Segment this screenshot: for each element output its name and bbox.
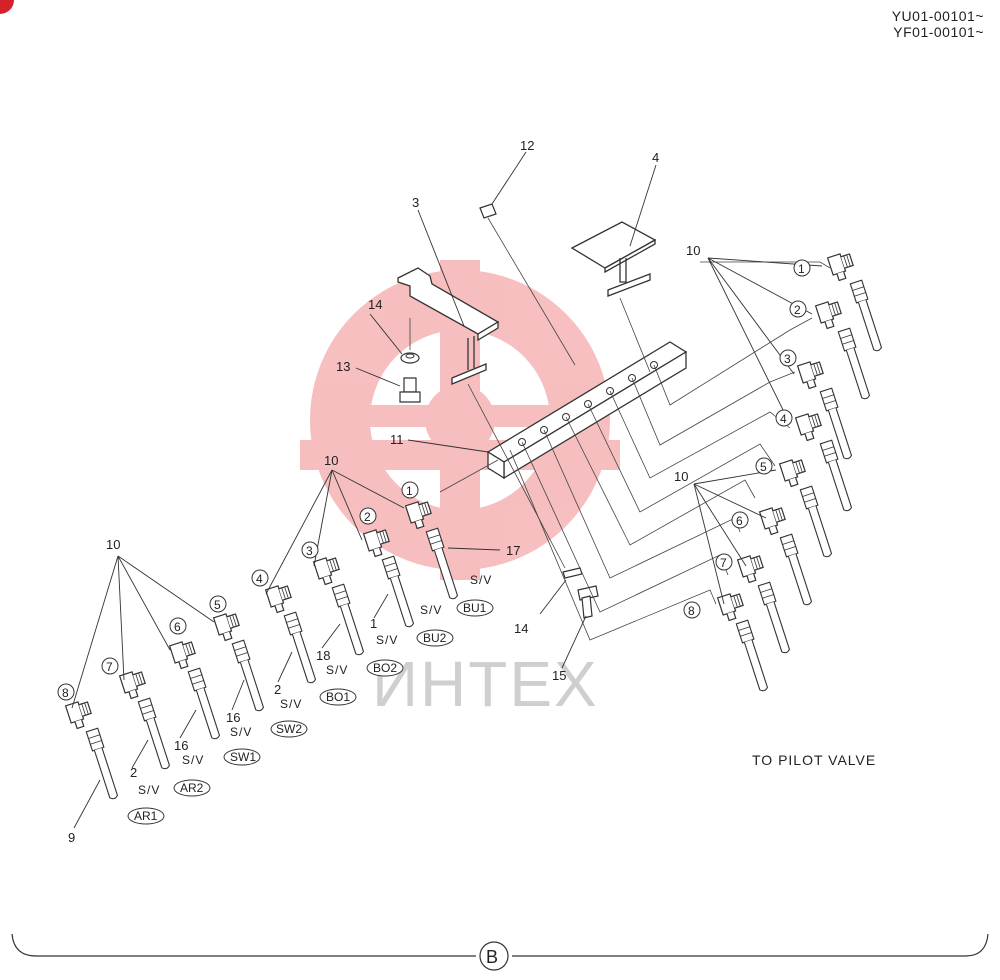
watermark-text: ИНТЕХ bbox=[372, 648, 599, 720]
bracket-3 bbox=[397, 267, 500, 385]
sv-label-sw2: S/V bbox=[280, 697, 302, 711]
valve-tag-sw2: SW2 bbox=[276, 722, 302, 736]
bolt-13 bbox=[399, 377, 421, 403]
index-left-6: 6 bbox=[174, 620, 181, 634]
fitting-right-1 bbox=[827, 250, 885, 353]
fitting-left-6 bbox=[169, 638, 223, 741]
washer-14-upper bbox=[400, 352, 420, 364]
callout-10-right-top: 10 bbox=[686, 243, 700, 258]
valve-tag-bo2: BO2 bbox=[373, 661, 397, 675]
fitting-left-3 bbox=[313, 554, 367, 657]
circled-index-left bbox=[57, 481, 419, 701]
callout-2-left: 2 bbox=[130, 765, 137, 780]
washer-14-lower bbox=[562, 567, 583, 579]
sv-label-bo1: S/V bbox=[326, 663, 348, 677]
index-right-4: 4 bbox=[780, 412, 787, 426]
circled-index-right bbox=[683, 259, 811, 619]
assembly-lines bbox=[409, 217, 651, 569]
callout-10-middle: 10 bbox=[324, 453, 338, 468]
callout-3: 3 bbox=[412, 195, 419, 210]
sv-label-bo2: S/V bbox=[376, 633, 398, 647]
callout-14-upper: 14 bbox=[368, 297, 382, 312]
index-left-7: 7 bbox=[106, 660, 113, 674]
valve-tag-ar1: AR1 bbox=[134, 809, 158, 823]
callout-15: 15 bbox=[552, 668, 566, 683]
callout-16-left: 16 bbox=[174, 738, 188, 753]
nut-12 bbox=[479, 203, 497, 219]
serial-range-yf: YF01-00101~ bbox=[893, 24, 984, 40]
callout-14-lower: 14 bbox=[514, 621, 528, 636]
index-right-6: 6 bbox=[736, 514, 743, 528]
index-right-7: 7 bbox=[720, 556, 727, 570]
valve-tag-ovals bbox=[127, 599, 494, 825]
index-right-2: 2 bbox=[794, 303, 801, 317]
callout-9: 9 bbox=[68, 830, 75, 845]
callout-18: 18 bbox=[316, 648, 330, 663]
index-right-1: 1 bbox=[798, 262, 805, 276]
section-label: B bbox=[486, 947, 498, 967]
index-left-1: 1 bbox=[406, 484, 413, 498]
callout-10-right-bottom: 10 bbox=[674, 469, 688, 484]
valve-tag-ar2: AR2 bbox=[180, 781, 204, 795]
valve-tag-bu2: BU2 bbox=[423, 631, 447, 645]
callout-10-left: 10 bbox=[106, 537, 120, 552]
fitting-left-5 bbox=[213, 610, 267, 713]
callout-13: 13 bbox=[336, 359, 350, 374]
serial-range-yu: YU01-00101~ bbox=[891, 8, 984, 24]
index-left-5: 5 bbox=[214, 598, 221, 612]
sv-label-bu1: S/V bbox=[470, 573, 492, 587]
fitting-left-8 bbox=[65, 698, 121, 801]
valve-tag-bo1: BO1 bbox=[326, 690, 350, 704]
sv-label-ar1: S/V bbox=[138, 783, 160, 797]
index-left-3: 3 bbox=[306, 544, 313, 558]
index-right-3: 3 bbox=[784, 352, 791, 366]
callout-17: 17 bbox=[506, 543, 520, 558]
callout-2-middle: 2 bbox=[274, 682, 281, 697]
index-left-8: 8 bbox=[62, 686, 69, 700]
manifold-block bbox=[486, 341, 688, 480]
valve-tag-bu1: BU1 bbox=[463, 601, 487, 615]
sv-label-ar2: S/V bbox=[182, 753, 204, 767]
callout-12: 12 bbox=[520, 138, 534, 153]
callout-leaders bbox=[71, 151, 823, 829]
sv-label-sw1: S/V bbox=[230, 725, 252, 739]
callout-11: 11 bbox=[390, 432, 404, 447]
callout-4: 4 bbox=[652, 150, 659, 165]
valve-tag-sw1: SW1 bbox=[230, 750, 256, 764]
index-left-2: 2 bbox=[364, 510, 371, 524]
callout-16-middle: 16 bbox=[226, 710, 240, 725]
to-pilot-valve-label: TO PILOT VALVE bbox=[752, 752, 876, 768]
mounting-plate-4 bbox=[570, 221, 657, 297]
fitting-left-4 bbox=[265, 582, 319, 685]
callout-1: 1 bbox=[370, 616, 377, 631]
index-right-5: 5 bbox=[760, 460, 767, 474]
section-bracket bbox=[11, 933, 989, 971]
sv-label-bu2: S/V bbox=[420, 603, 442, 617]
index-right-8: 8 bbox=[688, 604, 695, 618]
fitting-left-7 bbox=[119, 668, 173, 771]
index-left-4: 4 bbox=[256, 572, 263, 586]
fitting-right-8 bbox=[717, 590, 771, 693]
